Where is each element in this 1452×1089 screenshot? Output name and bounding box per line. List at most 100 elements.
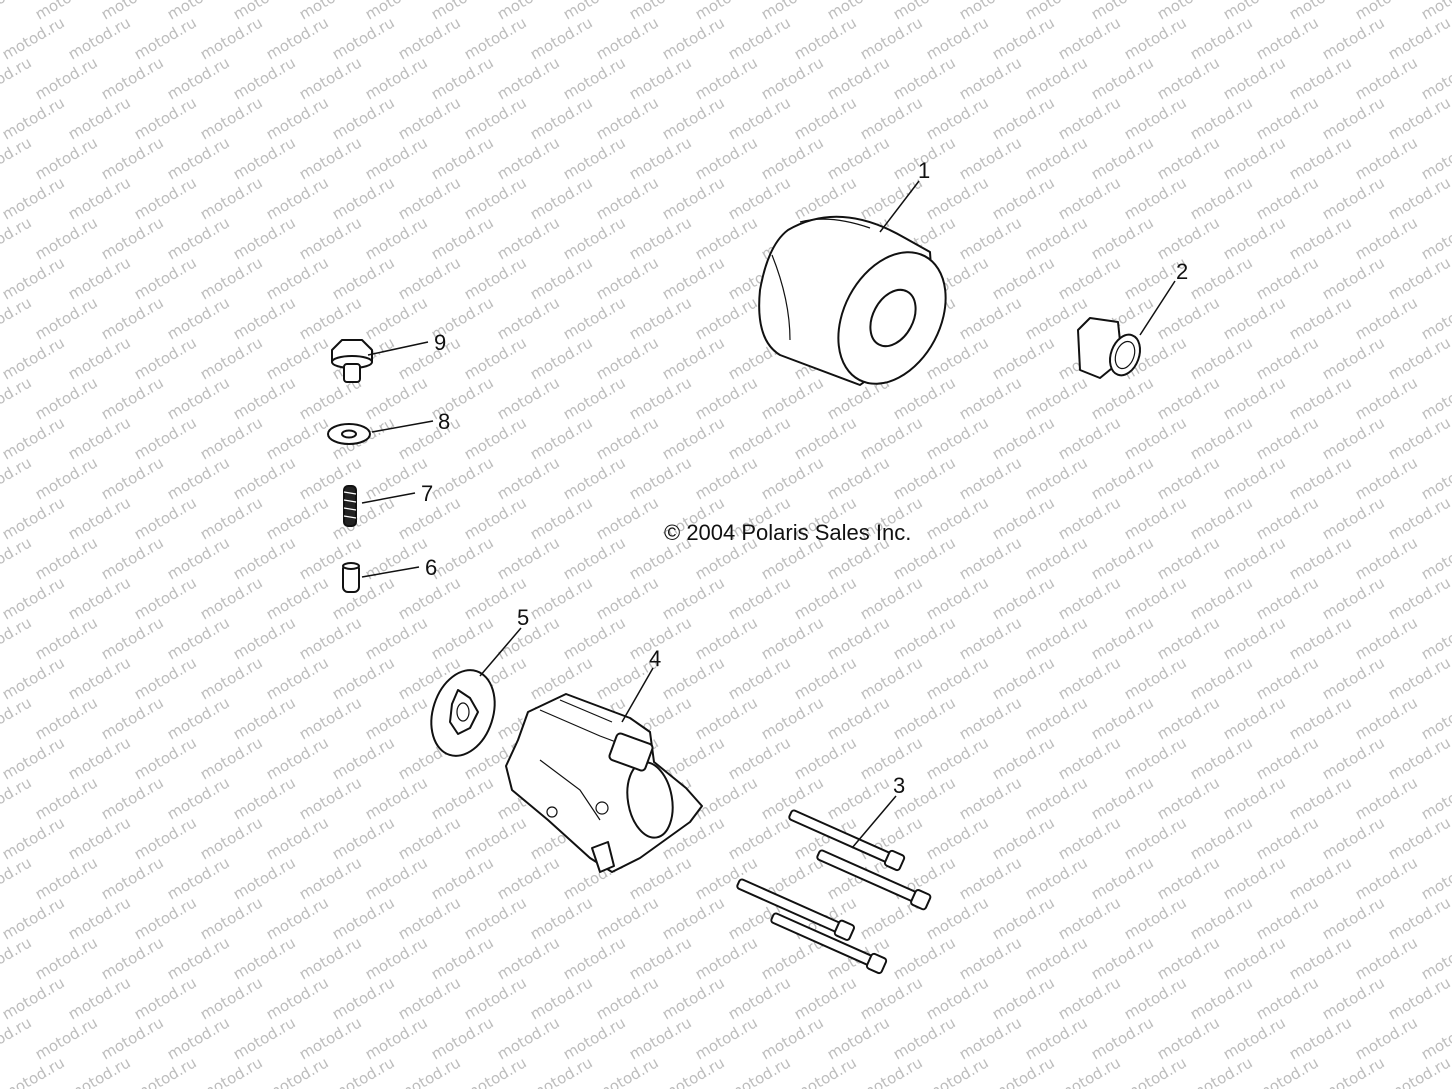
watermark-text: motod.ru xyxy=(1088,933,1157,983)
watermark-text: motod.ru xyxy=(395,893,464,943)
watermark-text: motod.ru xyxy=(1220,373,1289,423)
watermark-text: motod.ru xyxy=(32,53,101,103)
watermark-text: motod.ru xyxy=(857,733,926,783)
watermark-text: motod.ru xyxy=(296,1013,365,1063)
watermark-text: motod.ru xyxy=(428,213,497,263)
watermark-text: motod.ru xyxy=(1286,453,1355,503)
watermark-text: motod.ru xyxy=(923,93,992,143)
watermark-text: motod.ru xyxy=(560,293,629,343)
watermark-text: motod.ru xyxy=(0,413,2,463)
watermark-text: motod.ru xyxy=(1022,53,1091,103)
watermark-text: motod.ru xyxy=(1385,13,1452,63)
watermark-text: motod.ru xyxy=(395,973,464,1023)
watermark-text: motod.ru xyxy=(824,133,893,183)
watermark-text: motod.ru xyxy=(164,773,233,823)
watermark-text: motod.ru xyxy=(362,933,431,983)
watermark-text: motod.ru xyxy=(1055,893,1124,943)
watermark-text: motod.ru xyxy=(395,333,464,383)
watermark-text: motod.ru xyxy=(725,173,794,223)
watermark-text: motod.ru xyxy=(725,653,794,703)
watermark-text: motod.ru xyxy=(0,973,68,1023)
watermark-text: motod.ru xyxy=(32,373,101,423)
watermark-text: motod.ru xyxy=(1121,13,1190,63)
watermark-text: motod.ru xyxy=(197,253,266,303)
watermark-text: motod.ru xyxy=(0,733,68,783)
watermark-text: motod.ru xyxy=(1088,693,1157,743)
watermark-text: motod.ru xyxy=(1253,13,1322,63)
watermark-text: motod.ru xyxy=(0,893,2,943)
watermark-text: motod.ru xyxy=(329,733,398,783)
watermark-text: motod.ru xyxy=(0,1013,35,1063)
watermark-text: motod.ru xyxy=(98,213,167,263)
copyright-text: © 2004 Polaris Sales Inc. xyxy=(664,520,911,545)
watermark-text: motod.ru xyxy=(1253,93,1322,143)
watermark-text: motod.ru xyxy=(1187,733,1256,783)
watermark-text: motod.ru xyxy=(131,413,200,463)
watermark-text: motod.ru xyxy=(593,893,662,943)
watermark-text: motod.ru xyxy=(494,933,563,983)
watermark-text: motod.ru xyxy=(560,933,629,983)
watermark-text: motod.ru xyxy=(0,973,2,1023)
watermark-text: motod.ru xyxy=(725,573,794,623)
watermark-text: motod.ru xyxy=(230,533,299,583)
watermark-text: motod.ru xyxy=(560,453,629,503)
watermark-text: motod.ru xyxy=(560,133,629,183)
watermark-text: motod.ru xyxy=(1055,653,1124,703)
watermark-text: motod.ru xyxy=(659,93,728,143)
watermark-text: motod.ru xyxy=(527,413,596,463)
watermark-text: motod.ru xyxy=(263,253,332,303)
watermark-text: motod.ru xyxy=(329,13,398,63)
watermark-text: motod.ru xyxy=(1022,453,1091,503)
watermark-text: motod.ru xyxy=(1121,1053,1190,1089)
watermark-text: motod.ru xyxy=(263,493,332,543)
watermark-text: motod.ru xyxy=(98,53,167,103)
watermark-text: motod.ru xyxy=(593,1053,662,1089)
watermark-text: motod.ru xyxy=(1055,173,1124,223)
watermark-text: motod.ru xyxy=(956,133,1025,183)
watermark-text: motod.ru xyxy=(395,173,464,223)
watermark-text: motod.ru xyxy=(890,1013,959,1063)
watermark-text: motod.ru xyxy=(956,373,1025,423)
watermark-text: motod.ru xyxy=(791,573,860,623)
watermark-text: motod.ru xyxy=(1418,453,1452,503)
watermark-text: motod.ru xyxy=(0,333,68,383)
watermark-text: motod.ru xyxy=(362,533,431,583)
watermark-text: motod.ru xyxy=(428,933,497,983)
watermark-text: motod.ru xyxy=(329,173,398,223)
watermark-text: motod.ru xyxy=(0,653,2,703)
watermark-text: motod.ru xyxy=(1220,1013,1289,1063)
watermark-text: motod.ru xyxy=(1088,853,1157,903)
watermark-text: motod.ru xyxy=(956,53,1025,103)
watermark-text: motod.ru xyxy=(1055,573,1124,623)
watermark-text: motod.ru xyxy=(659,173,728,223)
watermark-text: motod.ru xyxy=(527,93,596,143)
watermark-text: motod.ru xyxy=(197,1053,266,1089)
watermark-text: motod.ru xyxy=(1187,813,1256,863)
watermark-text: motod.ru xyxy=(0,13,68,63)
watermark-text: motod.ru xyxy=(1187,493,1256,543)
watermark-text: motod.ru xyxy=(0,0,35,23)
watermark-text: motod.ru xyxy=(1121,493,1190,543)
watermark-text: motod.ru xyxy=(1022,693,1091,743)
watermark-text: motod.ru xyxy=(230,213,299,263)
watermark-text: motod.ru xyxy=(230,613,299,663)
watermark-text: motod.ru xyxy=(758,613,827,663)
watermark-text: motod.ru xyxy=(230,53,299,103)
watermark-text: motod.ru xyxy=(1121,573,1190,623)
watermark-text: motod.ru xyxy=(362,613,431,663)
watermark-text: motod.ru xyxy=(560,373,629,423)
watermark-text: motod.ru xyxy=(1187,13,1256,63)
watermark-text: motod.ru xyxy=(263,973,332,1023)
watermark-text: motod.ru xyxy=(824,453,893,503)
watermark-text: motod.ru xyxy=(1253,733,1322,783)
watermark-text: motod.ru xyxy=(164,213,233,263)
watermark-text: motod.ru xyxy=(0,813,68,863)
watermark-text: motod.ru xyxy=(626,373,695,423)
watermark-text: motod.ru xyxy=(65,653,134,703)
watermark-text: motod.ru xyxy=(692,613,761,663)
watermark-text: motod.ru xyxy=(1352,533,1421,583)
watermark-text: motod.ru xyxy=(1022,533,1091,583)
watermark-text: motod.ru xyxy=(329,573,398,623)
watermark-text: motod.ru xyxy=(0,173,68,223)
watermark-text: motod.ru xyxy=(1055,1053,1124,1089)
